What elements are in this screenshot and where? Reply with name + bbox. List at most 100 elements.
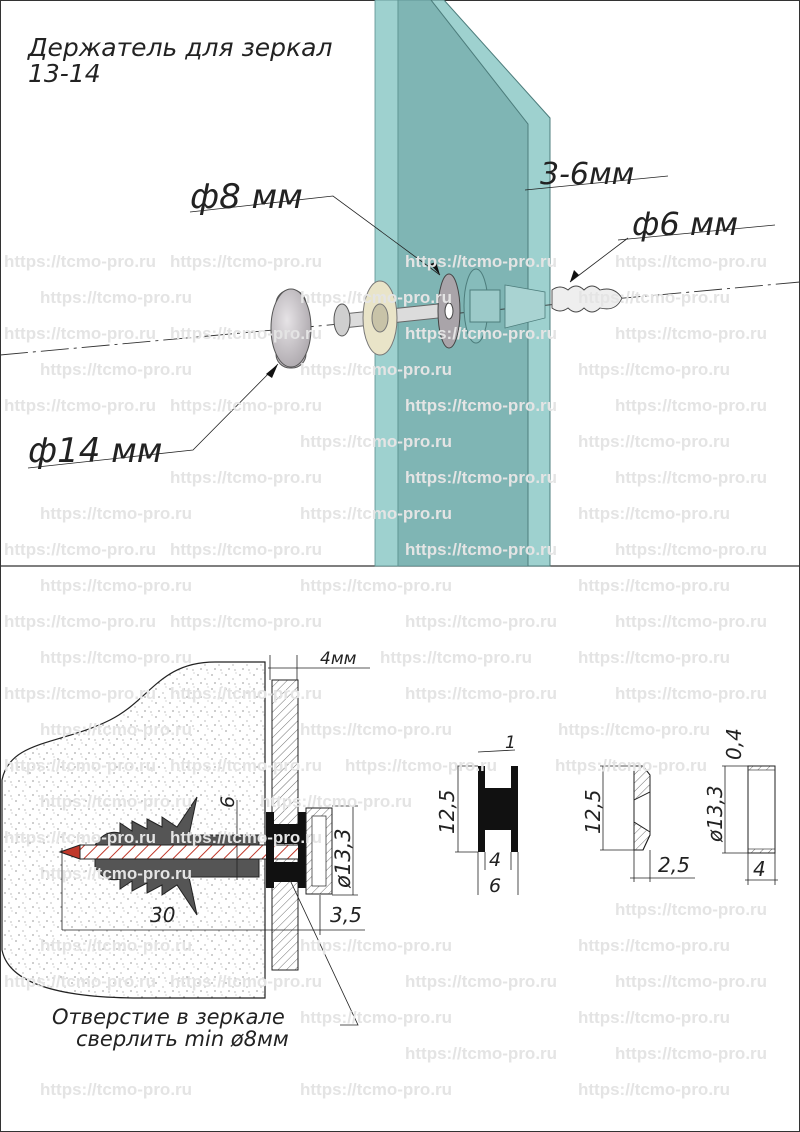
dim-spool-height: 12,5	[435, 789, 459, 834]
watermark-text: https://tcmo-pro.ru	[300, 720, 452, 739]
label-thickness: 3-6мм	[540, 157, 634, 192]
watermark-text: https://tcmo-pro.ru	[405, 324, 557, 343]
watermark-text: https://tcmo-pro.ru	[4, 324, 156, 343]
leader-d8	[189, 195, 441, 276]
dim-dowel: 6	[217, 796, 239, 808]
watermark-text: https://tcmo-pro.ru	[615, 324, 767, 343]
watermark-text: https://tcmo-pro.ru	[40, 504, 192, 523]
cap-profile-part	[722, 765, 778, 885]
watermark-text: https://tcmo-pro.ru	[578, 1080, 730, 1099]
watermark-text: https://tcmo-pro.ru	[4, 684, 156, 703]
watermark-text: https://tcmo-pro.ru	[615, 684, 767, 703]
watermark-text: https://tcmo-pro.ru	[300, 360, 452, 379]
watermark-text: https://tcmo-pro.ru	[380, 648, 532, 667]
watermark-text: https://tcmo-pro.ru	[4, 612, 156, 631]
watermark-layer: https://tcmo-pro.ru https://tcmo-pro.ru ht…	[4, 252, 767, 1099]
label-d8: ф8 мм	[190, 177, 303, 217]
watermark-text: https://tcmo-pro.ru	[405, 972, 557, 991]
dim-cap-diameter: ø13,3	[703, 785, 727, 843]
watermark-text: https://tcmo-pro.ru	[260, 792, 412, 811]
watermark-text: https://tcmo-pro.ru	[170, 252, 322, 271]
watermark-text: https://tcmo-pro.ru	[300, 432, 452, 451]
watermark-text: https://tcmo-pro.ru	[4, 756, 156, 775]
watermark-text: https://tcmo-pro.ru	[4, 972, 156, 991]
dim-spool-outer: 6	[489, 875, 501, 897]
dim-depth: 30	[150, 903, 175, 927]
watermark-text: https://tcmo-pro.ru	[170, 396, 322, 415]
watermark-text: https://tcmo-pro.ru	[578, 288, 730, 307]
label-layer: Держатель для зеркал 13-14 3-6мм ф8 мм ф…	[27, 33, 766, 1051]
watermark-text: https://tcmo-pro.ru	[300, 1080, 452, 1099]
dim-cap-depth: 4	[753, 857, 766, 881]
watermark-text: https://tcmo-pro.ru	[4, 252, 156, 271]
label-d14: ф14 мм	[28, 431, 162, 471]
watermark-text: https://tcmo-pro.ru	[40, 360, 192, 379]
watermark-text: https://tcmo-pro.ru	[300, 576, 452, 595]
watermark-text: https://tcmo-pro.ru	[405, 1044, 557, 1063]
watermark-text: https://tcmo-pro.ru	[578, 936, 730, 955]
dim-ring-height: 12,5	[581, 789, 605, 834]
leader-hole	[289, 879, 359, 1026]
watermark-text: https://tcmo-pro.ru	[405, 684, 557, 703]
title-line2: 13-14	[28, 59, 101, 88]
watermark-text: https://tcmo-pro.ru	[300, 288, 452, 307]
watermark-text: https://tcmo-pro.ru	[615, 468, 767, 487]
watermark-text: https://tcmo-pro.ru	[4, 540, 156, 559]
dim-ring-width: 2,5	[658, 853, 690, 877]
watermark-text: https://tcmo-pro.ru	[300, 504, 452, 523]
watermark-text: https://tcmo-pro.ru	[615, 972, 767, 991]
watermark-text: https://tcmo-pro.ru	[300, 1008, 452, 1027]
watermark-text: https://tcmo-pro.ru	[40, 864, 192, 883]
cap-part	[270, 288, 312, 369]
watermark-text: https://tcmo-pro.ru	[4, 396, 156, 415]
watermark-text: https://tcmo-pro.ru	[40, 576, 192, 595]
watermark-text: https://tcmo-pro.ru	[555, 756, 707, 775]
watermark-text: https://tcmo-pro.ru	[170, 828, 322, 847]
watermark-text: https://tcmo-pro.ru	[170, 972, 322, 991]
screw-bolt	[333, 268, 623, 356]
watermark-text: https://tcmo-pro.ru	[40, 792, 192, 811]
glass-panel	[374, 0, 551, 567]
watermark-text: https://tcmo-pro.ru	[170, 684, 322, 703]
watermark-text: https://tcmo-pro.ru	[170, 612, 322, 631]
watermark-text: https://tcmo-pro.ru	[615, 1044, 767, 1063]
watermark-text: https://tcmo-pro.ru	[578, 648, 730, 667]
watermark-text: https://tcmo-pro.ru	[170, 468, 322, 487]
dim-cap-wall: 0,4	[722, 728, 746, 760]
watermark-text: https://tcmo-pro.ru	[345, 756, 497, 775]
dim-cap-d: ø13,3	[331, 828, 355, 889]
watermark-text: https://tcmo-pro.ru	[558, 720, 710, 739]
watermark-text: https://tcmo-pro.ru	[405, 468, 557, 487]
note-line1: Отверстие в зеркале	[52, 1005, 285, 1029]
watermark-text: https://tcmo-pro.ru	[170, 540, 322, 559]
note-line2: сверлить min ø8мм	[76, 1027, 289, 1051]
watermark-text: https://tcmo-pro.ru	[170, 756, 322, 775]
watermark-text: https://tcmo-pro.ru	[615, 396, 767, 415]
watermark-text: https://tcmo-pro.ru	[578, 432, 730, 451]
spool-part	[455, 749, 519, 895]
watermark-text: https://tcmo-pro.ru	[615, 612, 767, 631]
dim-spool-inner: 4	[489, 849, 501, 871]
watermark-text: https://tcmo-pro.ru	[615, 252, 767, 271]
watermark-text: https://tcmo-pro.ru	[578, 1008, 730, 1027]
axis-line	[0, 281, 800, 356]
label-d6: ф6 мм	[632, 205, 738, 243]
watermark-text: https://tcmo-pro.ru	[405, 612, 557, 631]
watermark-text: https://tcmo-pro.ru	[40, 648, 192, 667]
watermark-text: https://tcmo-pro.ru	[170, 324, 322, 343]
dim-gap: 3,5	[330, 903, 362, 927]
watermark-text: https://tcmo-pro.ru	[405, 396, 557, 415]
watermark-text: https://tcmo-pro.ru	[40, 1080, 192, 1099]
title-line1: Держатель для зеркал	[27, 33, 332, 62]
watermark-text: https://tcmo-pro.ru	[405, 252, 557, 271]
watermark-text: https://tcmo-pro.ru	[40, 936, 192, 955]
watermark-text: https://tcmo-pro.ru	[578, 576, 730, 595]
watermark-text: https://tcmo-pro.ru	[615, 900, 767, 919]
watermark-text: https://tcmo-pro.ru	[40, 720, 192, 739]
watermark-text: https://tcmo-pro.ru	[615, 540, 767, 559]
leader-d14	[27, 363, 279, 469]
watermark-text: https://tcmo-pro.ru	[578, 360, 730, 379]
watermark-text: https://tcmo-pro.ru	[300, 936, 452, 955]
